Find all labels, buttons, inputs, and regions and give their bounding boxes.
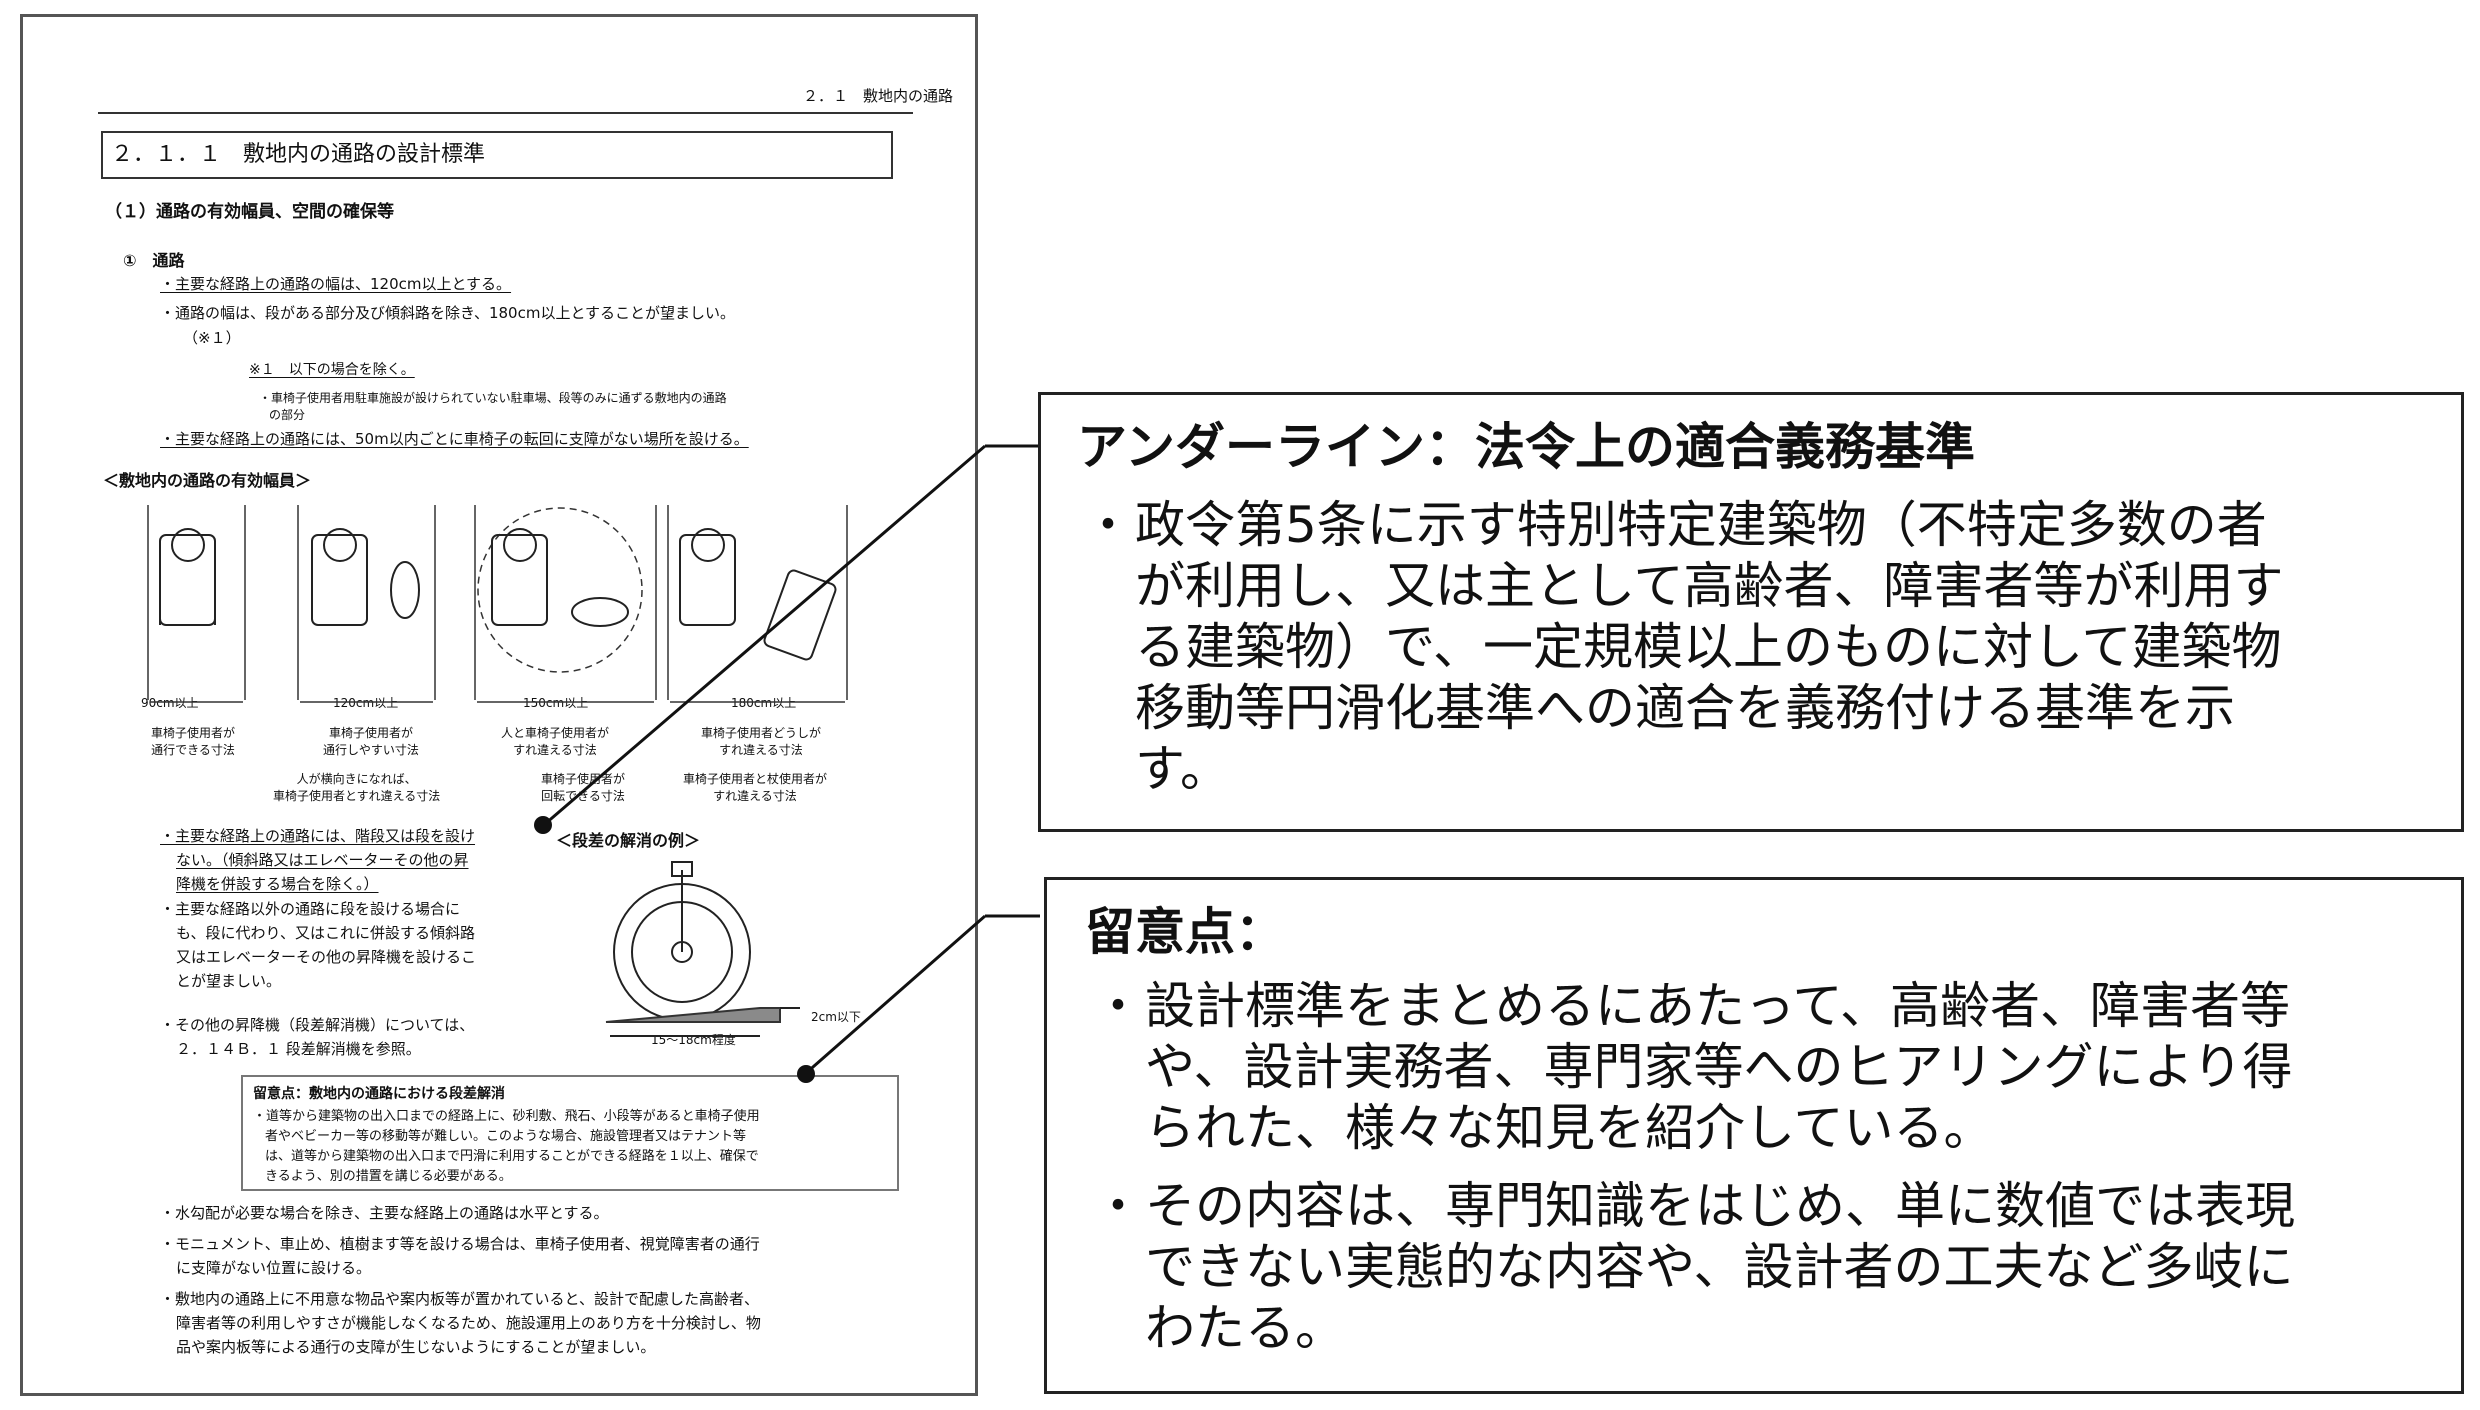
subheading: （１）通路の有効幅員、空間の確保等 [105, 202, 394, 222]
note-box-body: ・道等から建築物の出入口までの経路上に、砂利敷、飛石、小段等があると車椅子使用 … [253, 1109, 760, 1184]
figure-caption: 車椅子使用者と杖使用者がすれ違える寸法 [683, 772, 828, 803]
figure-caption: 車椅子使用者が回転できる寸法 [541, 772, 626, 803]
step-ramp-figure [605, 861, 800, 1037]
text-line: ・水勾配が必要な場合を除き、主要な経路上の通路は水平とする。 [160, 1204, 609, 1222]
text-line: ・通路の幅は、段がある部分及び傾斜路を除き、180cm以上とすることが望ましい。 [160, 304, 735, 322]
dim-label: 180cm以上 [731, 696, 797, 710]
callout-note: 留意点： ・ 設計標準をまとめるにあたって、高齢者、障害者等 や、設計実務者、専… [1044, 877, 2464, 1394]
figure-caption: 車椅子使用者が通行できる寸法 [151, 726, 236, 757]
figure-title: ＜敷地内の通路の有効幅員＞ [103, 471, 312, 490]
header-rule [98, 112, 913, 114]
dim-label: 150cm以上 [523, 696, 589, 710]
figure-caption: 車椅子使用者どうしがすれ違える寸法 [701, 726, 822, 757]
running-header: ２．１ 敷地内の通路 [802, 87, 953, 105]
section-heading: ２．１．１ 敷地内の通路の設計標準 [111, 142, 486, 167]
connector-dot [534, 816, 552, 834]
figure-caption: 人が横向きになれば、車椅子使用者とすれ違える寸法 [273, 772, 441, 803]
callout-title: アンダーライン：法令上の適合義務基準 [1077, 418, 1975, 476]
text-line: ・主要な経路上の通路の幅は、120cm以上とする。 [160, 275, 512, 293]
connector-dot [797, 1065, 815, 1083]
callout-title: 留意点： [1085, 903, 1285, 961]
note-box: 留意点：敷地内の通路における段差解消 ・道等から建築物の出入口までの経路上に、砂… [241, 1075, 899, 1191]
dim-label: 90cm以上 [141, 696, 199, 710]
step-bullet: ・主要な経路以外の通路に段を設ける場合に も、段に代わり、又はこれに併設する傾斜… [160, 900, 477, 990]
figure-caption: 人と車椅子使用者がすれ違える寸法 [501, 726, 610, 757]
passage-width-figure [147, 505, 848, 703]
item-heading: ① 通路 [123, 251, 185, 270]
section-heading-box: ２．１．１ 敷地内の通路の設計標準 [101, 131, 893, 179]
callout-underline: アンダーライン：法令上の適合義務基準 ・ 政令第5条に示す特別特定建築物（不特定… [1038, 392, 2464, 832]
text-line: ・主要な経路上の通路には、50m以内ごとに車椅子の転回に支障がない場所を設ける。 [160, 430, 749, 448]
text-paragraph: ・モニュメント、車止め、植樹ます等を設ける場合は、車椅子使用者、視覚障害者の通行… [160, 1235, 760, 1277]
figure-caption: 車椅子使用者が通行しやすい寸法 [323, 726, 419, 757]
callout-connector [544, 444, 1040, 1076]
text-paragraph: ・敷地内の通路上に不用意な物品や案内板等が置かれていると、設計で配慮した高齢者、… [160, 1290, 761, 1356]
dim-label: 120cm以上 [333, 696, 399, 710]
step-bullet: ・その他の昇降機（段差解消機）については、 ２．１４Ｂ．１ 段差解消機を参照。 [160, 1016, 475, 1058]
note-line: ・車椅子使用者用駐車施設が設けられていない駐車場、段等のみに通ずる敷地内の通路 [259, 391, 727, 405]
note-box-title: 留意点：敷地内の通路における段差解消 [253, 1086, 505, 1102]
step-bullet: ・主要な経路上の通路には、階段又は段を設け ない。（傾斜路又はエレベーターその他… [160, 827, 476, 893]
note-line: ※１ 以下の場合を除く。 [249, 362, 415, 378]
document-page: ２．１ 敷地内の通路 ２．１．１ 敷地内の通路の設計標準 （１）通路の有効幅員、… [20, 14, 978, 1396]
step-figure-title: ＜段差の解消の例＞ [556, 831, 701, 850]
wheelchair-icon [159, 528, 837, 661]
step-dim-height: 2cm以下 [811, 1010, 861, 1024]
note-line: の部分 [269, 408, 306, 422]
text-line: （※１） [183, 329, 241, 347]
